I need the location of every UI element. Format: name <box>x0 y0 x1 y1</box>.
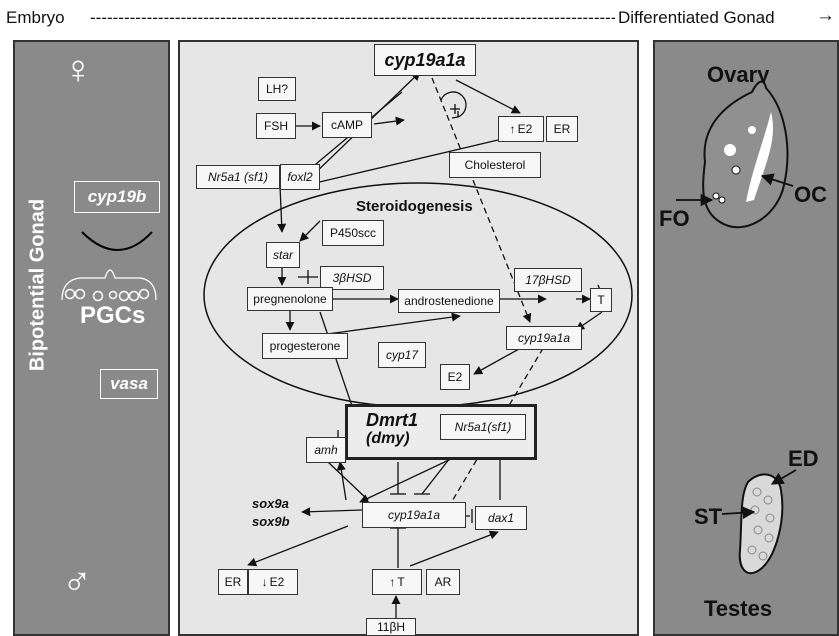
hsd3b-box: 3βHSD <box>320 266 384 290</box>
dax1-box: dax1 <box>475 506 527 530</box>
female-symbol-icon: ♀ <box>63 48 93 92</box>
pgcs-label: PGCs <box>80 302 146 329</box>
t-inner-box: T <box>590 288 612 312</box>
testis-tubules <box>747 487 775 561</box>
down-e2-box: ↓ E2 <box>248 569 298 595</box>
testis-shape <box>738 473 784 575</box>
left-panel <box>13 40 170 636</box>
amh-box: amh <box>306 437 346 463</box>
cyp19a1a-bottom-box: cyp19a1a <box>362 502 466 528</box>
up-e2-box: ↑ E2 <box>498 116 544 142</box>
vasa-label: vasa <box>100 369 158 399</box>
star-box: star <box>266 242 300 268</box>
e2-inner-box: E2 <box>440 364 470 390</box>
dmy-label: (dmy) <box>366 430 410 447</box>
camp-box: cAMP <box>322 112 372 138</box>
dmrt1-label: Dmrt1 <box>366 410 419 430</box>
sox9a-label: sox9a <box>252 496 289 511</box>
header-arrow-icon: → <box>816 5 835 26</box>
header-differentiated-gonad: Differentiated Gonad <box>618 8 775 27</box>
er-bottom-box: ER <box>218 569 248 595</box>
oc-label: OC <box>794 182 827 207</box>
up-t-text: T <box>397 575 405 589</box>
cyp19a1a-inner-box: cyp19a1a <box>506 326 582 350</box>
hsd17b-box: 17βHSD <box>514 268 582 292</box>
nr5a1-inner-box: Nr5a1(sf1) <box>440 414 526 440</box>
down-arrow-icon: ↓ <box>261 575 268 589</box>
sox9b-label: sox9b <box>252 514 290 529</box>
ed-label: ED <box>788 446 819 471</box>
hsd11b-box: 11βH <box>366 618 416 636</box>
foxl2-box: foxl2 <box>280 164 320 190</box>
progesterone-box: progesterone <box>262 333 348 359</box>
up-e2-text: E2 <box>517 122 533 136</box>
cyp19b-text: cyp19b <box>87 187 147 206</box>
pgc-arc <box>81 231 153 251</box>
lh-box: LH? <box>258 77 296 101</box>
vasa-text: vasa <box>110 374 148 393</box>
cycle-icon <box>440 91 467 119</box>
er-top-box: ER <box>546 116 578 142</box>
androstenedione-box: androstenedione <box>398 289 500 313</box>
up-t-box: ↑ T <box>372 569 422 595</box>
ovary-shape <box>702 80 789 229</box>
st-label: ST <box>694 504 723 529</box>
testes-label: Testes <box>704 596 773 621</box>
header-dashes: ----------------------------------------… <box>90 8 615 27</box>
cyp19b-label: cyp19b <box>74 181 160 213</box>
ar-box: AR <box>426 569 460 595</box>
fo-label: FO <box>659 206 690 231</box>
cyp19a1a-top-box: cyp19a1a <box>374 44 476 76</box>
fsh-box: FSH <box>256 113 296 139</box>
ovary-cavity <box>746 112 773 202</box>
cholesterol-box: Cholesterol <box>449 152 541 178</box>
up-t-arrow-icon: ↑ <box>389 575 396 589</box>
pgc-bracket <box>61 269 157 301</box>
male-symbol-icon: ♂ <box>62 560 92 604</box>
pgc-cells <box>64 288 150 302</box>
down-e2-text: E2 <box>269 575 285 589</box>
pregnenolone-box: pregnenolone <box>247 287 333 311</box>
nr5a1-top-box: Nr5a1 (sf1) <box>196 165 280 189</box>
header-embryo: Embryo <box>6 8 65 27</box>
cyp17-box: cyp17 <box>378 342 426 368</box>
up-arrow-icon: ↑ <box>509 122 516 136</box>
p450scc-box: P450scc <box>322 220 384 246</box>
steroidogenesis-label: Steroidogenesis <box>356 198 473 215</box>
